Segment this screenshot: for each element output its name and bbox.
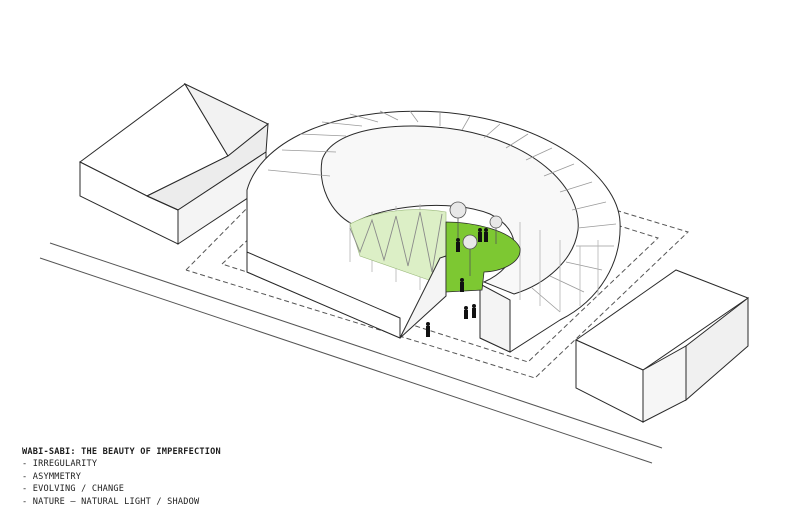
ring-pavilion: [246, 110, 621, 353]
right-building: [574, 269, 750, 423]
caption-item: - ASYMMETRY: [22, 471, 82, 482]
person-6: [472, 304, 476, 318]
person-7: [426, 322, 430, 337]
right-building-wall-right: [685, 296, 749, 402]
people: [426, 228, 488, 337]
street-line-near: [39, 257, 653, 464]
street: [39, 242, 663, 464]
tree-1: [449, 201, 467, 250]
person-5: [464, 306, 468, 319]
trees: [449, 201, 503, 276]
person-2: [478, 228, 482, 242]
left-house: [79, 82, 269, 245]
caption-title: WABI-SABI: THE BEAUTY OF IMPERFECTION: [22, 447, 221, 457]
front-wall-left: [246, 251, 401, 339]
person-3: [484, 228, 488, 242]
caption-list: - IRREGULARITY - ASYMMETRY - EVOLVING / …: [22, 458, 221, 508]
roof-ribs: [267, 110, 617, 313]
caption-item: - IRREGULARITY: [22, 459, 98, 470]
caption: WABI-SABI: THE BEAUTY OF IMPERFECTION - …: [22, 446, 221, 508]
caption-item: - NATURE – NATURAL LIGHT / SHADOW: [22, 496, 200, 507]
street-line-far: [49, 242, 663, 449]
caption-item: - EVOLVING / CHANGE: [22, 484, 125, 495]
tree-3: [489, 215, 503, 244]
person-4: [460, 278, 464, 292]
person-1: [456, 238, 460, 252]
entrance-wall-right: [479, 283, 511, 353]
facade-braces: [349, 211, 443, 273]
tree-2: [462, 234, 478, 276]
